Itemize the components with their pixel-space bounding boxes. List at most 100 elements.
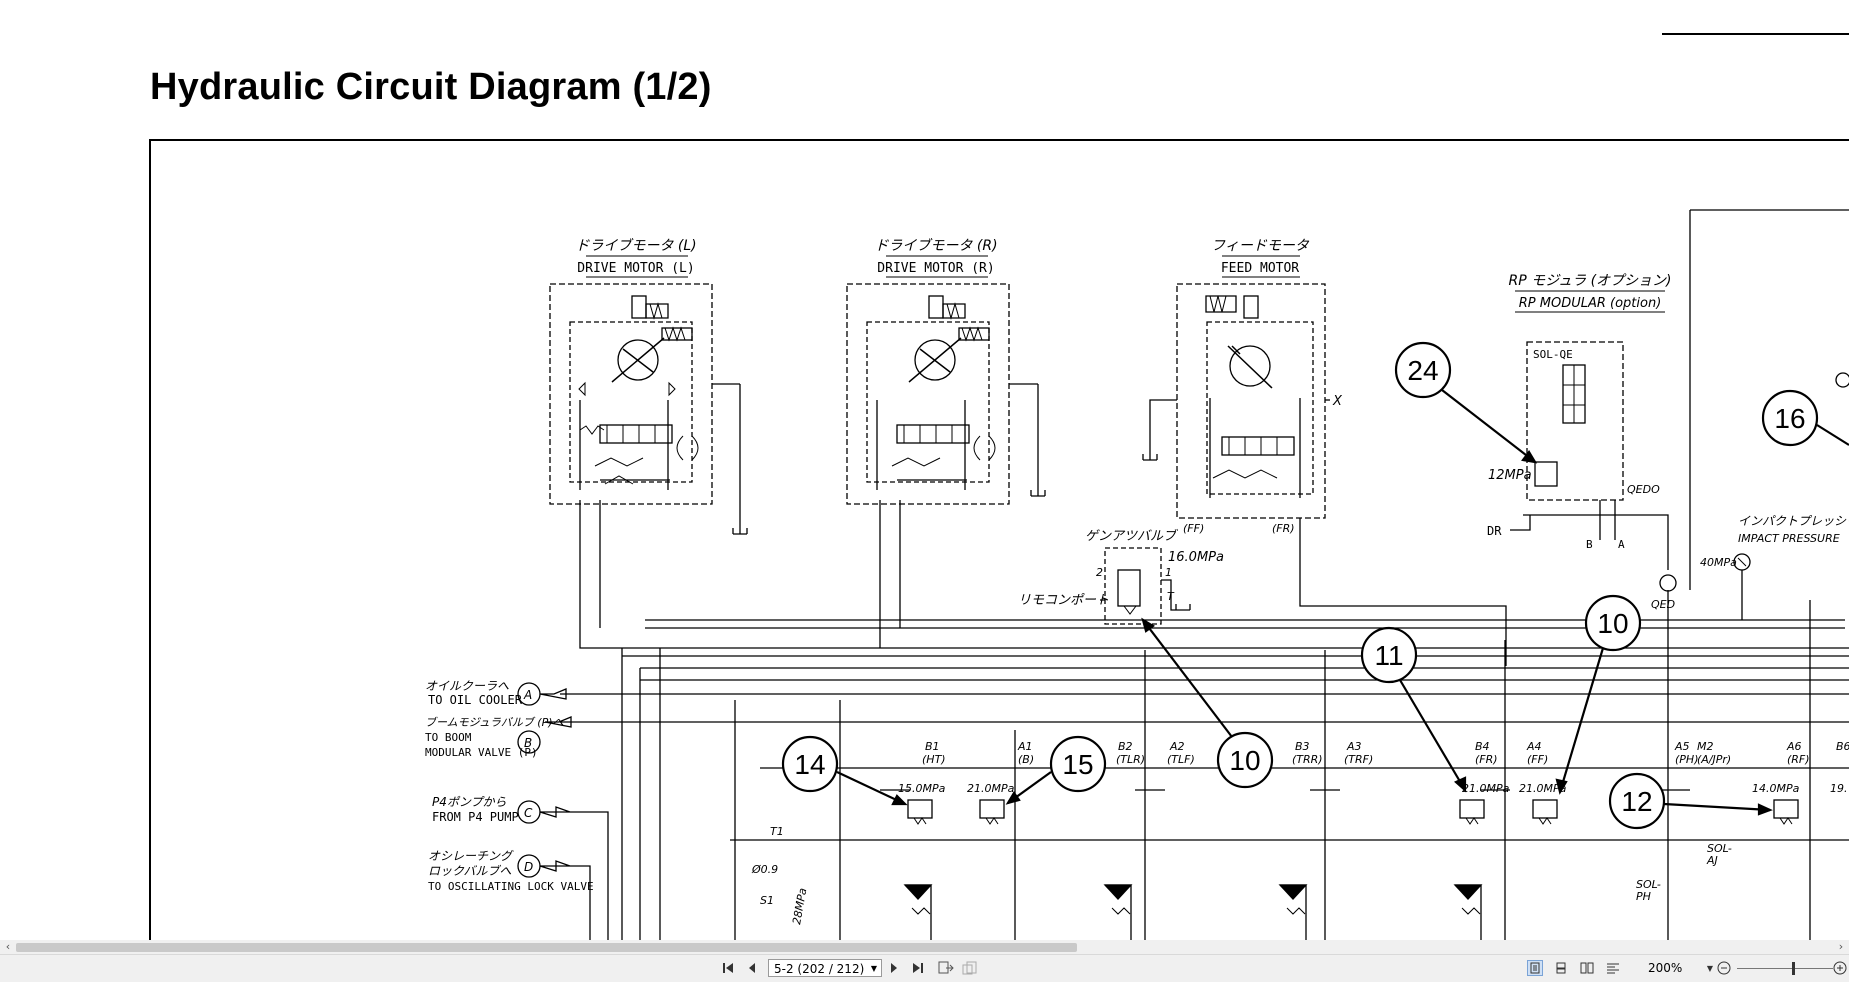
next-view-icon[interactable] [962, 960, 978, 976]
section-b6: B6 [1836, 740, 1849, 753]
zoom-slider-handle[interactable] [1792, 962, 1795, 975]
svg-text:(FF): (FF) [1183, 522, 1204, 535]
page-number-field[interactable]: 5-2 (202 / 212) ▼ [768, 959, 882, 977]
zoom-level[interactable]: 200% [1648, 961, 1683, 975]
svg-text:FROM P4 PUMP: FROM P4 PUMP [432, 810, 519, 824]
svg-text:B6: B6 [1836, 740, 1849, 753]
section-a1: A1(B) [1017, 740, 1034, 766]
callout-15: 15 [1005, 735, 1107, 805]
facing-icon[interactable] [1579, 960, 1595, 976]
svg-text:DRIVE MOTOR (R): DRIVE MOTOR (R) [877, 261, 994, 276]
section-b3: B3(TRR) [1292, 740, 1323, 766]
svg-text:21.0MPa: 21.0MPa [1462, 782, 1510, 795]
zoom-slider-track[interactable] [1737, 968, 1833, 969]
prev-view-icon[interactable] [938, 960, 954, 976]
scrollbar-thumb[interactable] [16, 943, 1077, 952]
svg-text:19.: 19. [1830, 782, 1848, 795]
section-b2: B2(TLR) [1116, 740, 1145, 766]
misc-labels: T1 Ø0.9 S1 28MPa SOL- AJ SOL- PH [751, 825, 1732, 926]
callout-11: 11 [1360, 626, 1467, 793]
scroll-left-icon[interactable]: ‹ [5, 940, 11, 953]
svg-text:12MPa: 12MPa [1488, 468, 1532, 483]
svg-text:P4ポンプから: P4ポンプから [432, 795, 507, 809]
callout-10-right: 10 [1555, 594, 1642, 795]
relief-valve: 19. [1830, 782, 1848, 795]
svg-text:RP MODULAR (option): RP MODULAR (option) [1519, 296, 1662, 311]
svg-text:24: 24 [1407, 355, 1438, 386]
facing-continuous-icon[interactable] [1605, 960, 1621, 976]
callout-24: 24 [1394, 341, 1538, 464]
svg-text:16.0MPa: 16.0MPa [1168, 550, 1224, 565]
svg-text:Ø0.9: Ø0.9 [751, 863, 778, 876]
callout-10-center: 10 [1141, 617, 1274, 789]
section-a4: A4(FF) [1526, 740, 1548, 766]
relief-valves: 15.0MPa 21.0MPa 21.0MPa 21.0MPa 14.0MPa … [898, 782, 1848, 825]
svg-text:TO BOOM: TO BOOM [425, 731, 472, 744]
section-b4: B4(FR) [1475, 740, 1498, 766]
svg-text:(FF): (FF) [1527, 753, 1548, 766]
svg-text:SOL-: SOL- [1707, 842, 1732, 855]
horizontal-scrollbar[interactable]: ‹ › [0, 940, 1849, 954]
last-page-icon[interactable] [910, 960, 926, 976]
svg-text:A2: A2 [1169, 740, 1185, 753]
svg-text:B2: B2 [1118, 740, 1133, 753]
continuous-icon[interactable] [1553, 960, 1569, 976]
svg-text:DRIVE MOTOR (L): DRIVE MOTOR (L) [577, 261, 694, 276]
port-d: オシレーチング ロックバルブへ TO OSCILLATING LOCK VALV… [428, 849, 594, 940]
first-page-icon[interactable] [720, 960, 736, 976]
svg-text:B3: B3 [1295, 740, 1310, 753]
svg-text:(FR): (FR) [1272, 522, 1295, 535]
svg-text:21.0MPa: 21.0MPa [967, 782, 1015, 795]
pressure-reducing-valve: ゲンアツバルブ 2 1 T 16.0MPa リモコンポート [1018, 528, 1224, 625]
svg-text:10: 10 [1229, 745, 1260, 776]
relief-valve: 15.0MPa [898, 782, 946, 825]
svg-text:A1: A1 [1017, 740, 1033, 753]
callout-16: 16 [1761, 389, 1849, 447]
svg-text:ブームモジュラバルブ (P)へ: ブームモジュラバルブ (P)へ [425, 716, 564, 729]
svg-text:(TLR): (TLR) [1116, 753, 1145, 766]
relief-valve: 21.0MPa [1519, 782, 1567, 825]
svg-text:12: 12 [1621, 786, 1652, 817]
svg-text:ロックバルブへ: ロックバルブへ [428, 864, 511, 878]
scroll-right-icon[interactable]: › [1838, 940, 1844, 953]
zoom-out-icon[interactable] [1716, 960, 1732, 976]
svg-text:D: D [524, 860, 533, 874]
svg-text:B1: B1 [925, 740, 940, 753]
svg-text:フィードモータ: フィードモータ [1211, 238, 1310, 254]
svg-text:28MPa: 28MPa [790, 887, 809, 926]
relief-valve: 21.0MPa [967, 782, 1015, 825]
next-page-icon[interactable] [886, 960, 902, 976]
prev-page-icon[interactable] [744, 960, 760, 976]
svg-text:14: 14 [794, 749, 825, 780]
svg-text:A: A [1618, 538, 1625, 551]
port-a: オイルクーラへ TO OIL COOLER A [425, 679, 567, 707]
svg-text:S1: S1 [760, 894, 774, 907]
svg-text:(PH): (PH) [1675, 753, 1699, 766]
drive-motor-l: ドライブモータ (L) DRIVE MOTOR (L) [549, 238, 748, 535]
document-page: Hydraulic Circuit Diagram (1/2) ドライブモータ … [149, 33, 1849, 940]
viewer-status-bar: 5-2 (202 / 212) ▼ 200% ▼ [0, 954, 1849, 982]
svg-text:X: X [1332, 394, 1343, 409]
svg-text:IMPACT PRESSURE: IMPACT PRESSURE [1738, 532, 1840, 545]
header-rule [1662, 33, 1849, 35]
svg-text:B: B [524, 736, 532, 750]
zoom-dropdown-icon[interactable]: ▼ [1706, 963, 1714, 973]
section-a6: A6(RF) [1786, 740, 1810, 766]
single-page-icon[interactable] [1527, 960, 1543, 976]
svg-text:10: 10 [1597, 608, 1628, 639]
piping [560, 500, 1849, 940]
svg-text:SOL-QE: SOL-QE [1533, 348, 1573, 361]
zoom-in-icon[interactable] [1832, 960, 1848, 976]
page-number-text: 5-2 (202 / 212) [774, 962, 865, 976]
svg-text:T1: T1 [770, 825, 784, 838]
page-title: Hydraulic Circuit Diagram (1/2) [150, 66, 712, 108]
section-m2: M2(A/JPr) [1697, 740, 1731, 766]
svg-text:SOL-: SOL- [1636, 878, 1661, 891]
svg-text:2: 2 [1096, 566, 1103, 579]
svg-text:QEDO: QEDO [1627, 483, 1660, 496]
svg-text:14.0MPa: 14.0MPa [1752, 782, 1800, 795]
port-b: ブームモジュラバルブ (P)へ TO BOOM MODULAR VALVE (P… [425, 716, 572, 759]
chevron-down-icon[interactable]: ▼ [870, 964, 877, 973]
svg-text:(FR): (FR) [1475, 753, 1498, 766]
section-labels: B1(HT) A1(B) B2(TLR) A2(TLF) B3(TRR) A3(… [922, 740, 1849, 766]
